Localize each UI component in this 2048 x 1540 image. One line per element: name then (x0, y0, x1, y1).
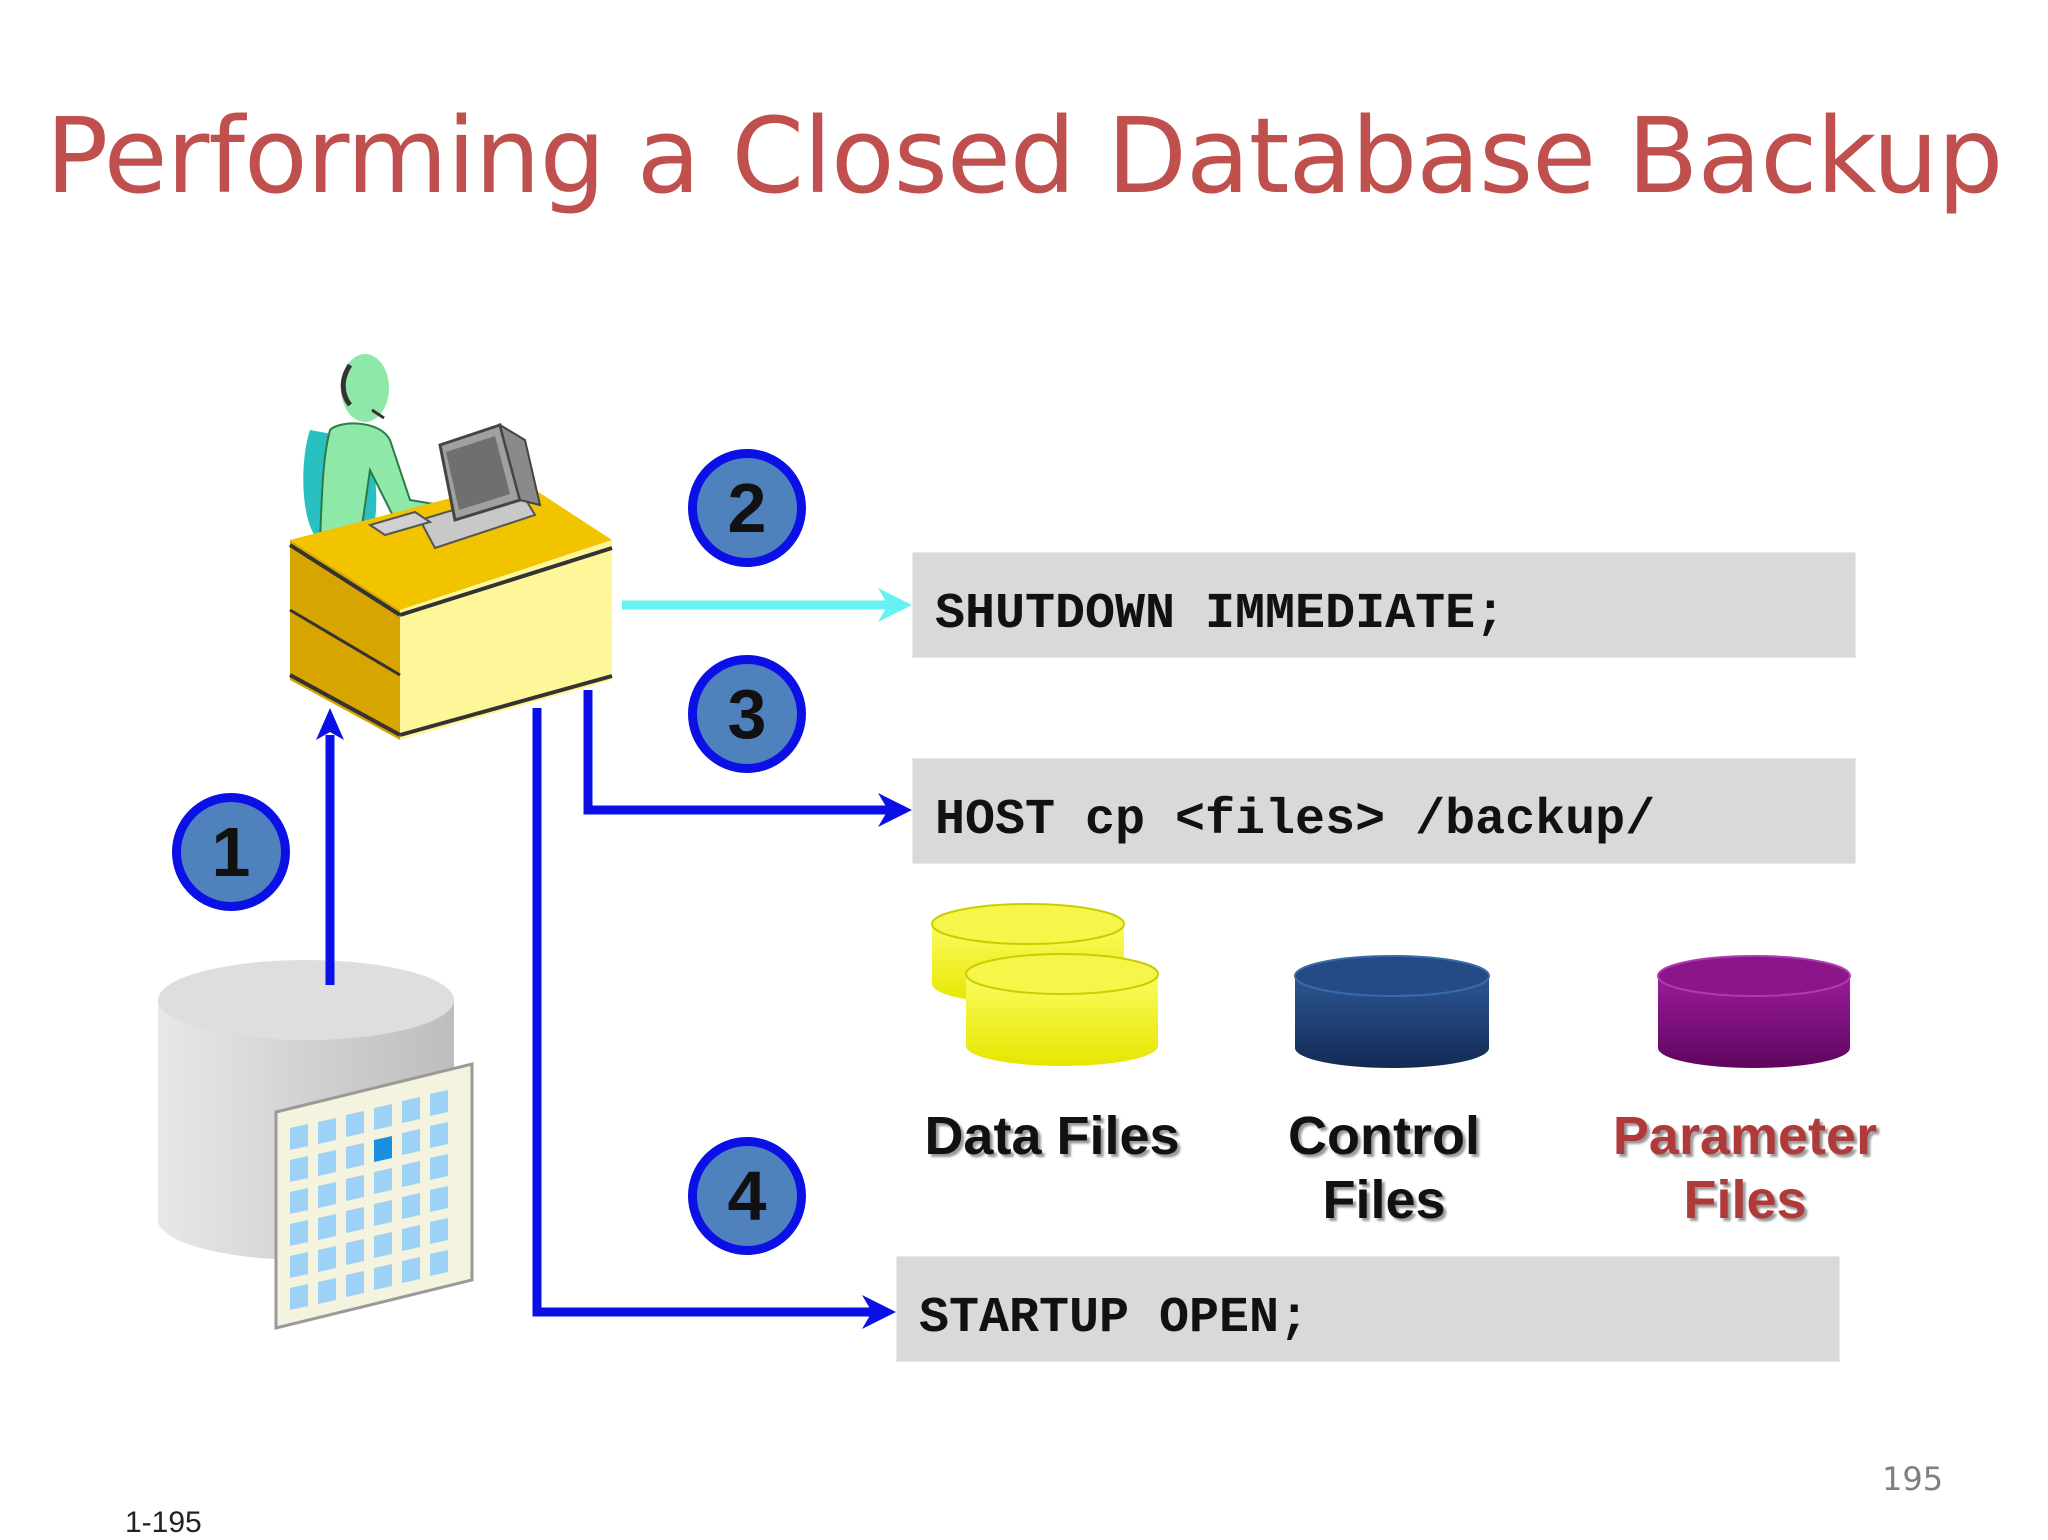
parameter-files-label-line2: Files (1683, 1170, 1807, 1230)
data-files-label-text: Data Files (924, 1106, 1180, 1166)
slide-title: Performing a Closed Database Backup (45, 95, 2004, 217)
arrow-step3 (583, 690, 912, 827)
page-number: 195 (1882, 1460, 1944, 1498)
parameter-files-icon (1657, 955, 1851, 1068)
step-3-badge: 3 (688, 655, 806, 773)
control-files-label-line2: Files (1322, 1170, 1446, 1230)
command-shutdown: SHUTDOWN IMMEDIATE; (912, 552, 1856, 658)
dba-workstation-icon (288, 354, 613, 740)
data-files-icon (931, 903, 1159, 1066)
datafile-grid-icon (274, 1062, 474, 1330)
command-host-cp: HOST cp <files> /backup/ (912, 758, 1856, 864)
arrow-step4 (532, 708, 896, 1329)
arrow-step2 (622, 588, 912, 622)
control-files-label: Control Files (1214, 1104, 1554, 1232)
command-startup: STARTUP OPEN; (896, 1256, 1840, 1362)
control-files-icon (1294, 955, 1490, 1068)
data-files-label: Data Files (882, 1104, 1222, 1168)
control-files-label-line1: Control (1288, 1106, 1480, 1166)
step-4-badge: 4 (688, 1137, 806, 1255)
database-icon (158, 960, 474, 1330)
parameter-files-label-line1: Parameter (1612, 1106, 1878, 1166)
slide-reference: 1-195 (125, 1506, 202, 1539)
step-1-badge: 1 (172, 793, 290, 911)
step-2-badge: 2 (688, 449, 806, 567)
parameter-files-label: Parameter Files (1575, 1104, 1915, 1232)
arrow-step1 (316, 708, 344, 985)
